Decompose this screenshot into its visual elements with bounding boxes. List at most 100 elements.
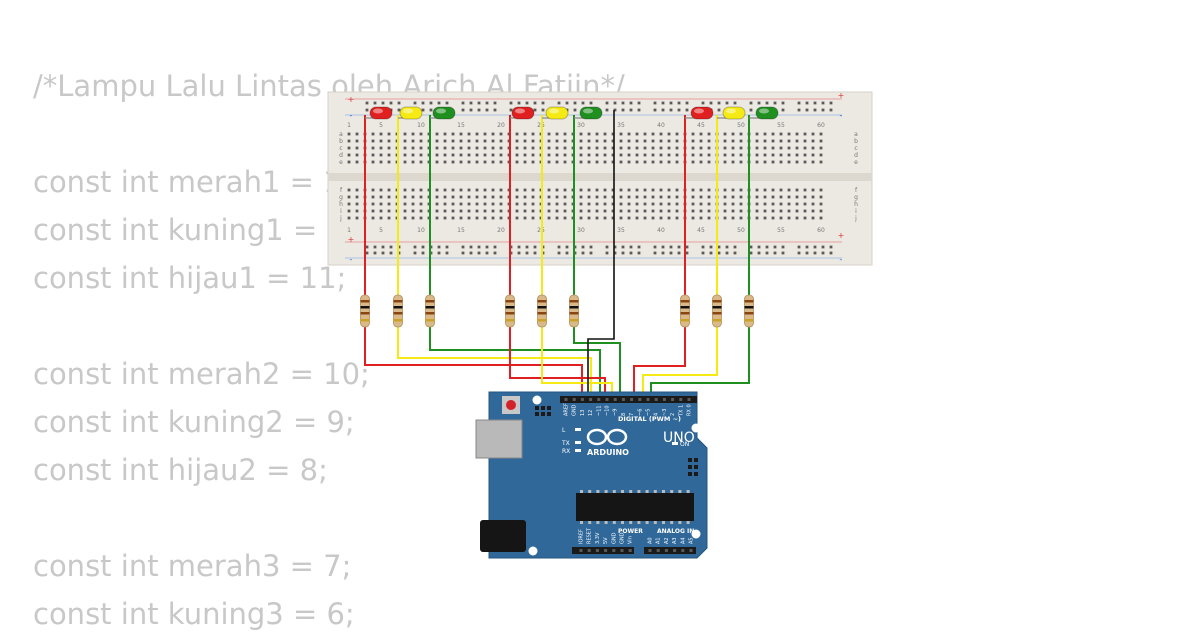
breadboard-hole bbox=[619, 188, 623, 192]
rail-hole bbox=[821, 251, 825, 255]
breadboard-hole bbox=[659, 216, 663, 220]
breadboard-hole bbox=[739, 160, 743, 164]
rail-hole bbox=[381, 251, 385, 255]
chip-pin bbox=[629, 490, 633, 493]
rail-hole bbox=[493, 108, 497, 112]
analog-pin[interactable] bbox=[656, 549, 660, 552]
rail-hole bbox=[757, 251, 761, 255]
breadboard-hole bbox=[355, 160, 359, 164]
breadboard-hole bbox=[595, 153, 599, 157]
breadboard-hole bbox=[651, 139, 655, 143]
breadboard-hole bbox=[755, 216, 759, 220]
breadboard-hole bbox=[483, 209, 487, 213]
digital-pin[interactable] bbox=[646, 398, 650, 401]
power-pin[interactable] bbox=[595, 549, 599, 552]
rail-hole bbox=[581, 251, 585, 255]
digital-pin[interactable] bbox=[621, 398, 625, 401]
breadboard-hole bbox=[459, 216, 463, 220]
breadboard-hole bbox=[523, 160, 527, 164]
rail-hole bbox=[685, 108, 689, 112]
rail-hole bbox=[477, 245, 481, 249]
breadboard-hole bbox=[699, 132, 703, 136]
rail-hole bbox=[813, 108, 817, 112]
power-pin[interactable] bbox=[579, 549, 583, 552]
digital-pin[interactable] bbox=[597, 398, 601, 401]
digital-pin[interactable] bbox=[589, 398, 593, 401]
breadboard-hole bbox=[691, 195, 695, 199]
rail-hole bbox=[765, 101, 769, 105]
reset-button-cap[interactable] bbox=[506, 400, 516, 410]
breadboard-hole bbox=[811, 216, 815, 220]
rail-hole bbox=[629, 108, 633, 112]
analog-pin[interactable] bbox=[689, 549, 693, 552]
breadboard-hole bbox=[579, 146, 583, 150]
breadboard-hole bbox=[723, 153, 727, 157]
power-pin[interactable] bbox=[620, 549, 624, 552]
digital-pin[interactable] bbox=[654, 398, 658, 401]
breadboard-hole bbox=[619, 132, 623, 136]
digital-pin[interactable] bbox=[580, 398, 584, 401]
breadboard-hole bbox=[587, 153, 591, 157]
breadboard-hole bbox=[643, 132, 647, 136]
rail-hole bbox=[661, 108, 665, 112]
chip-pin bbox=[588, 490, 592, 493]
breadboard-hole bbox=[763, 160, 767, 164]
breadboard-hole bbox=[563, 195, 567, 199]
digital-pin[interactable] bbox=[613, 398, 617, 401]
rail-hole bbox=[541, 101, 545, 105]
rail-hole bbox=[709, 101, 713, 105]
breadboard-hole bbox=[547, 160, 551, 164]
breadboard-hole bbox=[523, 216, 527, 220]
rail-hole bbox=[749, 245, 753, 249]
digital-pin[interactable] bbox=[605, 398, 609, 401]
digital-pin[interactable] bbox=[630, 398, 634, 401]
breadboard-hole bbox=[403, 139, 407, 143]
breadboard-hole bbox=[531, 153, 535, 157]
digital-pin[interactable] bbox=[564, 398, 568, 401]
row-letter: j bbox=[854, 215, 857, 222]
breadboard-hole bbox=[355, 153, 359, 157]
breadboard-hole bbox=[699, 146, 703, 150]
power-pin[interactable] bbox=[612, 549, 616, 552]
breadboard-hole bbox=[371, 195, 375, 199]
breadboard-hole bbox=[467, 146, 471, 150]
breadboard-hole bbox=[467, 202, 471, 206]
breadboard-hole bbox=[467, 139, 471, 143]
digital-pin[interactable] bbox=[638, 398, 642, 401]
breadboard-hole bbox=[563, 146, 567, 150]
breadboard-hole bbox=[371, 153, 375, 157]
breadboard-hole bbox=[387, 216, 391, 220]
breadboard-hole bbox=[459, 132, 463, 136]
breadboard-hole bbox=[555, 216, 559, 220]
analog-pin[interactable] bbox=[664, 549, 668, 552]
digital-pin[interactable] bbox=[679, 398, 683, 401]
arduino-logo-icon bbox=[606, 428, 628, 446]
digital-pin[interactable] bbox=[671, 398, 675, 401]
rail-hole bbox=[365, 108, 369, 112]
breadboard-hole bbox=[411, 132, 415, 136]
breadboard-hole bbox=[627, 146, 631, 150]
power-pin[interactable] bbox=[587, 549, 591, 552]
breadboard-hole bbox=[819, 132, 823, 136]
breadboard-hole bbox=[483, 146, 487, 150]
breadboard-hole bbox=[691, 146, 695, 150]
breadboard-hole bbox=[355, 209, 359, 213]
digital-pin[interactable] bbox=[572, 398, 576, 401]
analog-pin[interactable] bbox=[673, 549, 677, 552]
rail-hole bbox=[589, 101, 593, 105]
power-pin[interactable] bbox=[628, 549, 632, 552]
digital-pin[interactable] bbox=[662, 398, 666, 401]
breadboard-hole bbox=[547, 139, 551, 143]
breadboard-hole bbox=[779, 202, 783, 206]
power-pin[interactable] bbox=[604, 549, 608, 552]
analog-pin[interactable] bbox=[681, 549, 685, 552]
analog-pin[interactable] bbox=[648, 549, 652, 552]
breadboard-hole bbox=[635, 153, 639, 157]
breadboard-hole bbox=[699, 188, 703, 192]
breadboard-hole bbox=[459, 209, 463, 213]
breadboard-hole bbox=[819, 146, 823, 150]
breadboard-hole bbox=[603, 132, 607, 136]
digital-pin[interactable] bbox=[687, 398, 691, 401]
breadboard-hole bbox=[699, 160, 703, 164]
rail-hole bbox=[805, 245, 809, 249]
